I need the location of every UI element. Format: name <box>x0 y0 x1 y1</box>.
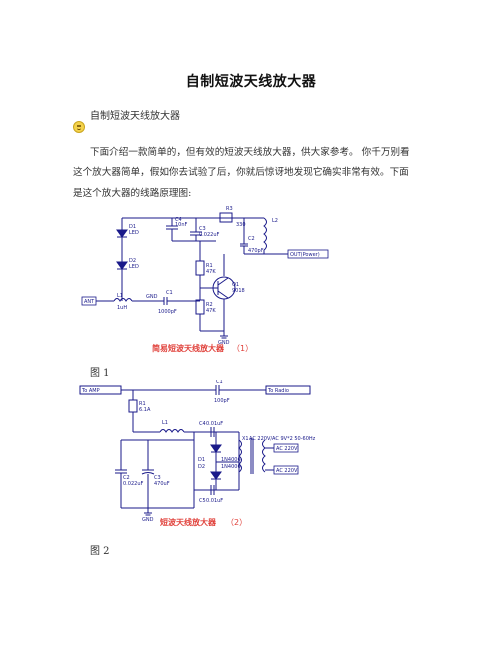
c1-value-r1: 47K <box>206 269 216 275</box>
c2-value-d1: 1N4006 <box>221 457 241 463</box>
c1-label-gnd-bottom: GND <box>218 340 230 346</box>
c1-label-c4: C4 <box>175 217 182 223</box>
c1-label-l1: L1 <box>117 293 123 299</box>
c1-label-q1: Q1 <box>232 282 239 288</box>
c1-label-gnd-left: GND <box>146 294 158 300</box>
paragraph-line-2: 这个放大器简单，假如你去试验了后，你就后惊讶地发现它确实非常有效。下面 <box>73 167 409 178</box>
paragraph-line-1: 下面介绍一款简单的，但有效的短波天线放大器，供大家参考。 你千万别看 <box>90 147 410 158</box>
c1-label-out: OUT(Power) <box>290 252 320 258</box>
c2-value-r1: 6.1A <box>139 407 151 413</box>
paragraph-line-3: 是这个放大器的线路原理图: <box>73 188 192 199</box>
smiley-icon <box>73 121 85 133</box>
c1-label-r3: R3 <box>226 206 233 212</box>
c1-label-r1: R1 <box>206 263 213 269</box>
c2-label-to-radio: To Radio <box>267 388 289 394</box>
c2-value-c4: 0.01uF <box>206 421 223 427</box>
c1-value-d2: LED <box>129 264 139 270</box>
c2-value-x1: AC 220V/AC 9V*2 50-60Hz <box>249 436 316 442</box>
c2-label-x1: X1 <box>242 436 249 442</box>
c2-value-c3: 470uF <box>154 481 170 487</box>
c1-label-ant: ANT <box>84 299 95 305</box>
page-title: 自制短波天线放大器 <box>185 74 317 90</box>
c1-label-r2: R2 <box>206 302 213 308</box>
c1-label-c3: C3 <box>199 226 206 232</box>
c1-value-q1: 9018 <box>232 288 245 294</box>
circuit2-caption-num: （2） <box>226 518 247 527</box>
c1-label-l2: L2 <box>272 218 278 224</box>
c2-label-ac2: AC 220V <box>276 468 298 474</box>
c2-label-c1: C1 <box>216 380 223 385</box>
c1-value-c1: 1000pF <box>158 309 177 315</box>
c1-label-c2: C2 <box>248 236 255 242</box>
circuit1-caption-num: （1） <box>232 344 253 353</box>
c2-label-to-amp: To AMP <box>81 388 100 394</box>
c1-value-l1: 1uH <box>117 305 127 311</box>
subheading: 自制短波天线放大器 <box>90 111 180 122</box>
c1-value-d1: LED <box>129 230 139 236</box>
c2-value-c2: 0.022uF <box>123 481 143 487</box>
circuit1-caption: 简易短波天线放大器 <box>152 343 225 353</box>
c2-label-d1: D1 <box>198 457 205 463</box>
figure-1-label: 图 1 <box>90 368 110 379</box>
c2-label-c4: C4 <box>199 421 206 427</box>
c2-label-c5: C5 <box>199 498 206 504</box>
circuit-diagram-2: To AMP To Radio C1 100pF R1 6.1A L1 C4 0… <box>79 380 316 527</box>
c1-value-c3: 0.022uF <box>199 232 219 238</box>
c2-value-c5: 0.01uF <box>206 498 223 504</box>
c1-value-c2: 470pF <box>248 248 264 254</box>
c1-value-r3: 330 <box>236 222 246 228</box>
c2-label-d2: D2 <box>198 464 205 470</box>
circuit-diagram-1: D1 LED D2 LED C4 10nF C3 0.022uF R3 330 … <box>81 206 329 353</box>
c2-label-c2: C2 <box>123 475 130 481</box>
c2-label-ac1: AC 220V <box>276 446 298 452</box>
c1-value-r2: 47K <box>206 308 216 314</box>
c1-label-d2: D2 <box>129 258 136 264</box>
circuit2-caption: 短波天线放大器 <box>160 517 217 527</box>
c2-label-r1: R1 <box>139 401 146 407</box>
c2-value-d2: 1N4006 <box>221 464 241 470</box>
c1-label-c1: C1 <box>166 290 173 296</box>
figure-2-label: 图 2 <box>90 546 110 557</box>
c2-label-c3: C3 <box>154 475 161 481</box>
c1-label-d1: D1 <box>129 224 136 230</box>
c2-value-c1: 100pF <box>214 398 230 404</box>
c2-label-l1: L1 <box>162 420 168 426</box>
c2-label-gnd: GND <box>142 517 154 523</box>
c1-value-c4: 10nF <box>175 222 188 228</box>
